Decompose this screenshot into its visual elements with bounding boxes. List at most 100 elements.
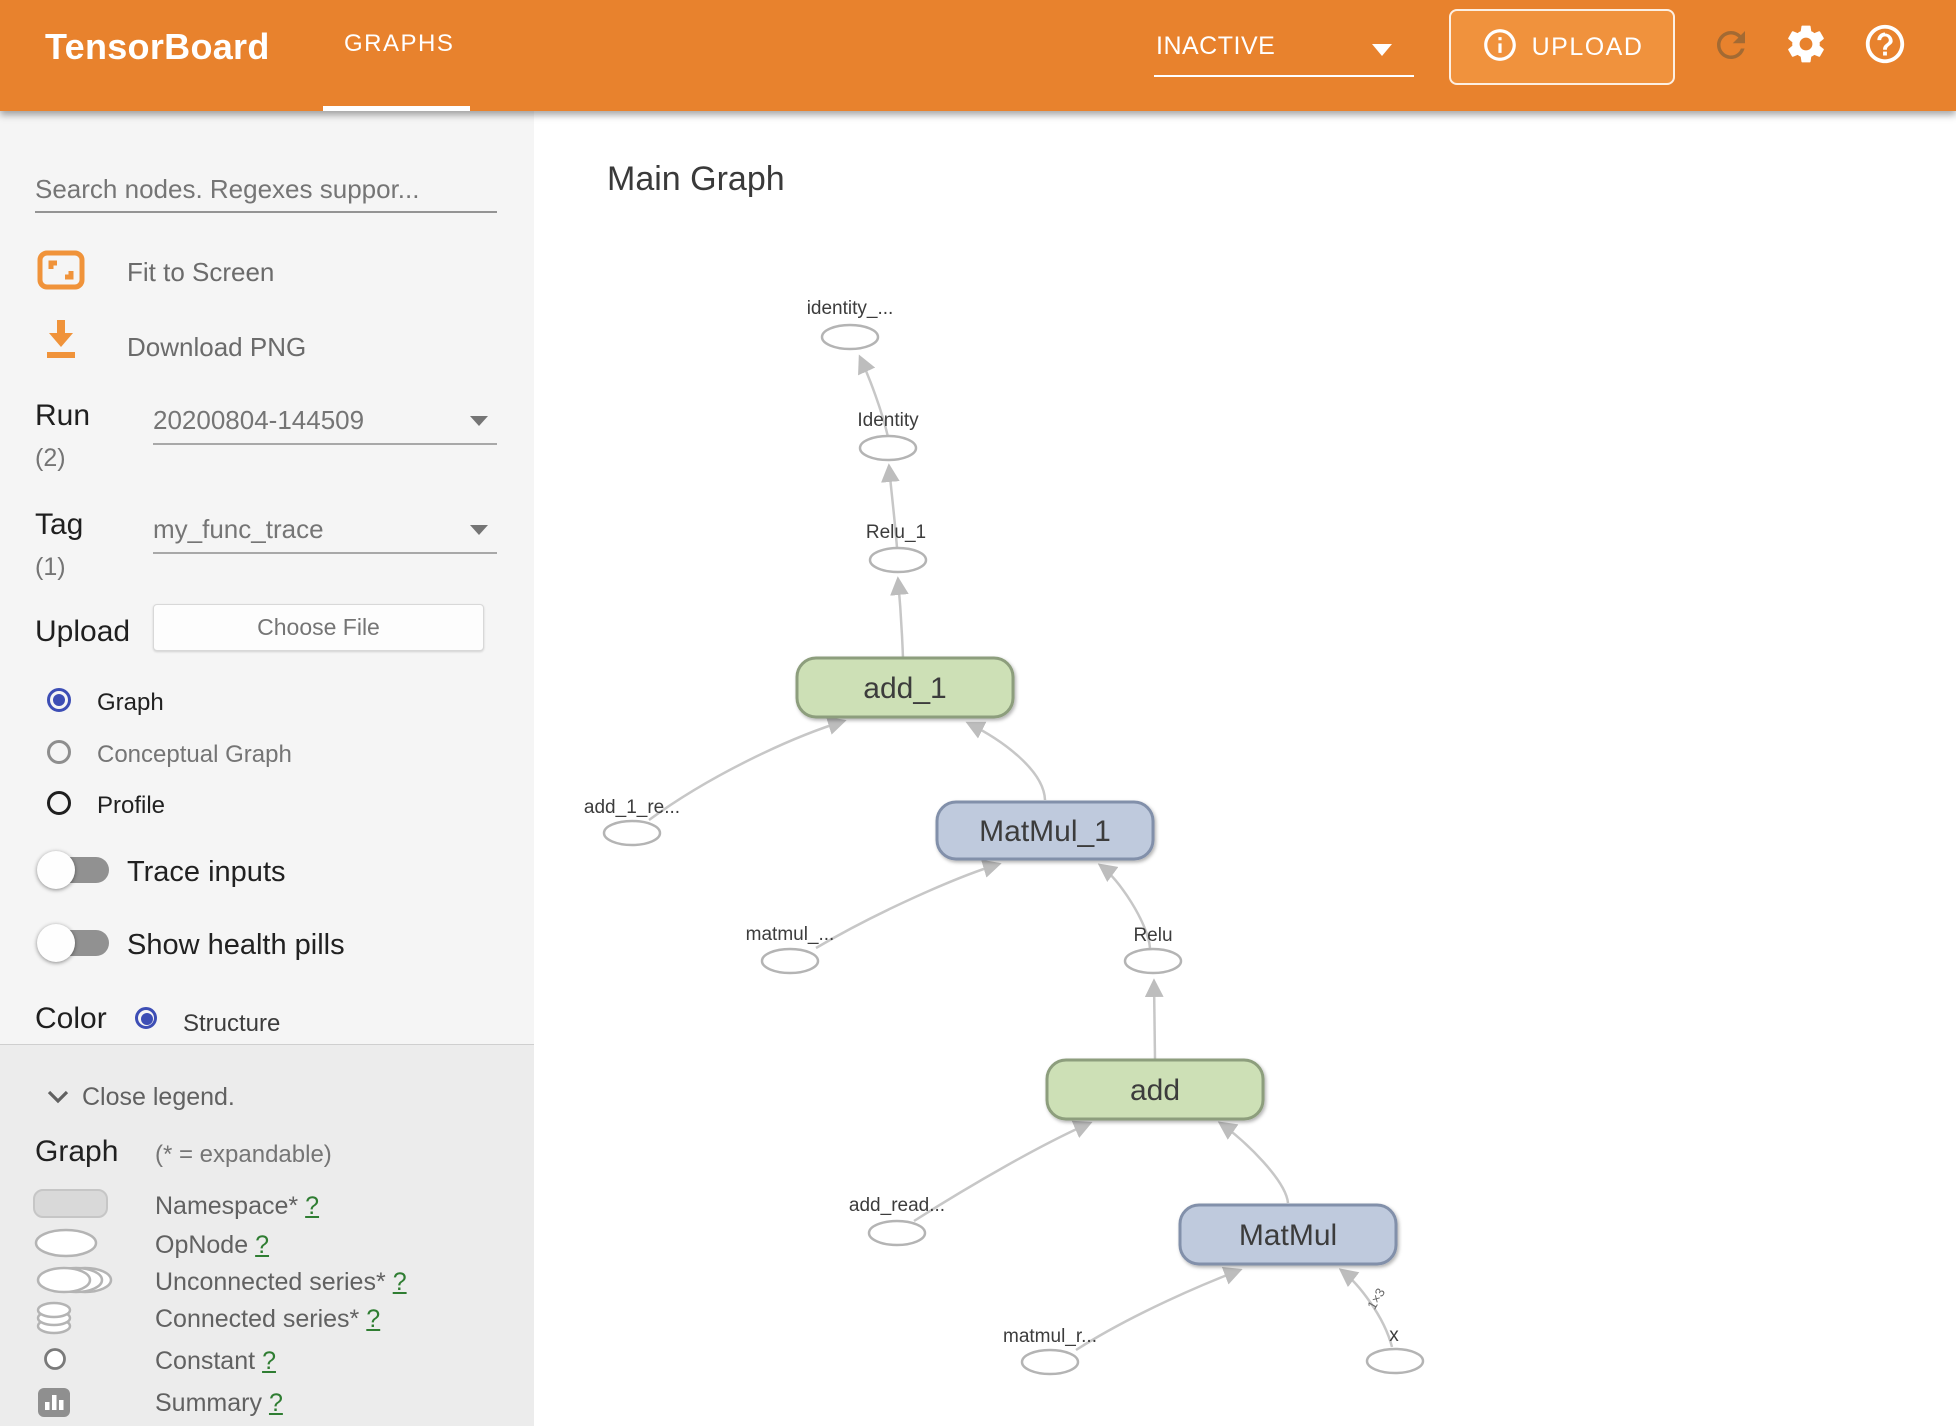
radio-profile-label[interactable]: Profile xyxy=(97,792,166,819)
radio-conceptual-graph[interactable] xyxy=(47,740,71,764)
op-nodes: add_1 MatMul_1 add MatMul xyxy=(795,656,1398,1266)
legend-item-unconnected-series: Unconnected series*? xyxy=(155,1268,407,1296)
legend-panel: Close legend. Graph (* = expandable) Nam… xyxy=(0,1044,534,1426)
legend-item-connected-series: Connected series*? xyxy=(155,1305,381,1333)
radio-profile[interactable] xyxy=(47,791,71,815)
graph-edge xyxy=(1075,1266,1243,1352)
run-label: Run xyxy=(35,399,91,432)
chevron-down-icon xyxy=(1372,44,1392,56)
tag-count: (1) xyxy=(35,553,66,581)
io-node-relu[interactable] xyxy=(1123,947,1183,975)
graph-edge xyxy=(1338,1268,1394,1348)
page-title: Main Graph xyxy=(607,160,785,198)
unconnected-series-swatch xyxy=(33,1265,115,1300)
search-input[interactable] xyxy=(35,167,497,213)
trace-inputs-toggle[interactable] xyxy=(37,849,111,889)
radio-conceptual-graph-label[interactable]: Conceptual Graph xyxy=(97,741,292,768)
graph-edge xyxy=(881,463,900,549)
header-bar: TensorBoard GRAPHS INACTIVE UPLOAD xyxy=(0,0,1956,111)
close-legend-button[interactable]: Close legend. xyxy=(82,1083,235,1111)
info-icon xyxy=(1481,26,1519,69)
fit-to-screen-button[interactable]: Fit to Screen xyxy=(127,257,275,287)
sidebar: Fit to Screen Download PNG Run (2) 20200… xyxy=(0,111,534,1426)
graph-edge xyxy=(1144,978,1164,1060)
download-png-button[interactable]: Download PNG xyxy=(127,332,307,362)
download-png-icon[interactable] xyxy=(42,318,80,367)
help-link[interactable]: ? xyxy=(392,1268,407,1296)
refresh-icon[interactable] xyxy=(1710,24,1752,71)
io-node-matmul-r[interactable] xyxy=(1020,1348,1080,1376)
io-node-label: matmul_... xyxy=(746,924,835,945)
help-link[interactable]: ? xyxy=(255,1231,270,1259)
chevron-down-icon[interactable] xyxy=(47,1090,69,1109)
trace-inputs-label: Trace inputs xyxy=(127,856,286,888)
graph-edge xyxy=(890,576,909,659)
radio-color-structure-label[interactable]: Structure xyxy=(183,1010,281,1037)
io-node-label: Relu_1 xyxy=(866,522,926,543)
run-count: (2) xyxy=(35,444,66,472)
fit-to-screen-icon[interactable] xyxy=(37,250,85,295)
show-health-pills-toggle[interactable] xyxy=(37,922,111,962)
io-node-x[interactable] xyxy=(1365,1347,1425,1375)
help-link[interactable]: ? xyxy=(262,1347,276,1375)
help-link[interactable]: ? xyxy=(305,1192,320,1220)
help-link[interactable]: ? xyxy=(366,1305,381,1333)
op-node-label: MatMul_1 xyxy=(979,815,1111,848)
tab-active-indicator xyxy=(323,106,470,111)
graph-edge xyxy=(815,859,1002,950)
namespace-swatch xyxy=(33,1189,108,1218)
io-node-label: Relu xyxy=(1133,925,1172,946)
graph-edge xyxy=(858,354,890,438)
graph-edge xyxy=(1217,1121,1290,1204)
opnode-swatch xyxy=(33,1227,99,1264)
upload-label: Upload xyxy=(35,615,131,648)
io-node-label: Identity xyxy=(857,410,919,431)
io-node-relu-1[interactable] xyxy=(868,546,928,574)
io-node-add-read[interactable] xyxy=(867,1219,927,1247)
run-status-dropdown[interactable]: INACTIVE xyxy=(1154,0,1414,90)
io-nodes: identity_... Identity Relu_1 add_1_re...… xyxy=(584,298,1425,1376)
op-node-add[interactable]: add xyxy=(1045,1058,1265,1121)
op-node-label: MatMul xyxy=(1239,1219,1337,1252)
tag-label: Tag xyxy=(35,508,84,541)
io-node-label: add_1_re... xyxy=(584,797,680,818)
io-node-label: identity_... xyxy=(807,298,894,319)
radio-graph[interactable] xyxy=(47,688,71,712)
legend-title: Graph xyxy=(35,1135,119,1168)
upload-button-label: UPLOAD xyxy=(1531,32,1644,61)
choose-file-button[interactable]: Choose File xyxy=(153,604,484,651)
chevron-down-icon[interactable] xyxy=(470,525,488,535)
io-node-add-1-read[interactable] xyxy=(602,819,662,847)
op-node-matmul[interactable]: MatMul xyxy=(1178,1203,1398,1266)
op-node-add-1[interactable]: add_1 xyxy=(795,656,1015,719)
io-node-label: x xyxy=(1389,1325,1399,1346)
radio-color-structure[interactable] xyxy=(135,1007,157,1029)
io-node-identity-out[interactable] xyxy=(820,323,880,351)
graph-edge xyxy=(648,716,847,822)
graph-edge xyxy=(913,1120,1093,1223)
op-node-matmul-1[interactable]: MatMul_1 xyxy=(935,800,1155,861)
legend-item-summary: Summary? xyxy=(155,1389,283,1417)
connected-series-swatch xyxy=(35,1301,75,1340)
constant-swatch xyxy=(43,1347,67,1376)
io-node-matmul-in[interactable] xyxy=(760,947,820,975)
tag-select[interactable]: my_func_trace xyxy=(153,514,324,544)
tab-graphs[interactable]: GRAPHS xyxy=(344,30,455,57)
graph-edge xyxy=(1097,863,1152,949)
upload-button[interactable]: UPLOAD xyxy=(1449,9,1675,85)
op-node-label: add xyxy=(1130,1074,1180,1107)
app-title: TensorBoard xyxy=(45,26,270,67)
show-health-pills-label: Show health pills xyxy=(127,929,345,961)
legend-note: (* = expandable) xyxy=(155,1141,332,1168)
help-icon[interactable] xyxy=(1862,21,1908,72)
chevron-down-icon[interactable] xyxy=(470,416,488,426)
io-node-identity[interactable] xyxy=(858,434,918,462)
summary-swatch xyxy=(38,1388,70,1417)
gear-icon[interactable] xyxy=(1784,22,1828,71)
color-label: Color xyxy=(35,1002,107,1035)
graph-canvas: 1×3 identity_... Identity Relu_1 add_1_r… xyxy=(584,298,1425,1376)
radio-graph-label[interactable]: Graph xyxy=(97,689,164,716)
help-link[interactable]: ? xyxy=(268,1389,283,1417)
run-select[interactable]: 20200804-144509 xyxy=(153,405,365,435)
